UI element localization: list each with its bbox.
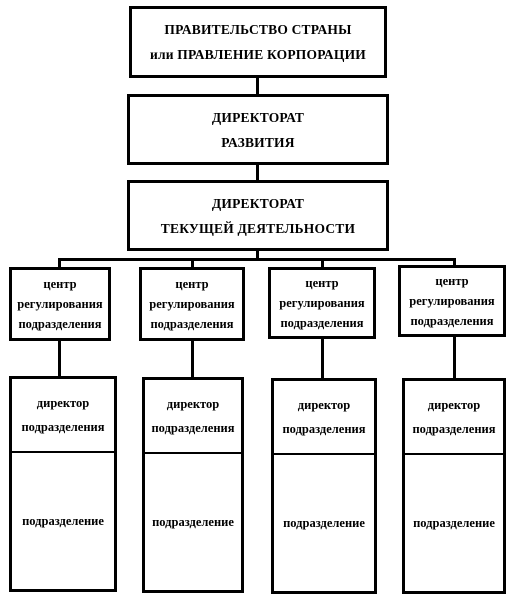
current-activity-directorate-line2: ТЕКУЩЕЙ ДЕЯТЕЛЬНОСТИ — [160, 220, 356, 236]
center-label-line2: регулирования — [279, 296, 365, 310]
government-board-line1: ПРАВИТЕЛЬСТВО СТРАНЫ — [164, 22, 352, 37]
development-directorate-line1: ДИРЕКТОРАТ — [211, 109, 305, 125]
unit-cell: подразделение — [145, 452, 241, 590]
center-label-line1: центр — [43, 277, 77, 291]
development-directorate-line2: РАЗВИТИЯ — [221, 134, 295, 150]
unit-director-line2: подразделения — [412, 422, 496, 436]
connector-current-bus — [256, 250, 259, 260]
government-board-line2: или ПРАВЛЕНИЕ КОРПОРАЦИИ — [150, 47, 366, 62]
connector-top-development — [256, 76, 259, 96]
regulation-center-box-4: центр регулирования подразделения — [398, 265, 506, 337]
unit-director-line2: подразделения — [21, 420, 105, 434]
connector-bus-center-2 — [191, 258, 194, 268]
development-directorate-box: ДИРЕКТОРАТ РАЗВИТИЯ — [127, 94, 389, 165]
connector-bus-center-3 — [321, 258, 324, 268]
unit-director-cell: директор подразделения — [405, 381, 503, 453]
unit-box-1: директор подразделения подразделение — [9, 376, 117, 592]
connector-bus-center-4 — [453, 258, 456, 268]
regulation-center-box-2: центр регулирования подразделения — [139, 267, 245, 341]
current-activity-directorate-line1: ДИРЕКТОРАТ — [211, 195, 305, 211]
unit-director-line2: подразделения — [282, 422, 366, 436]
unit-label: подразделение — [413, 515, 495, 530]
center-label-line1: центр — [305, 276, 339, 290]
unit-director-cell: директор подразделения — [274, 381, 374, 453]
unit-box-2: директор подразделения подразделение — [142, 377, 244, 593]
government-board-box: ПРАВИТЕЛЬСТВО СТРАНЫ или ПРАВЛЕНИЕ КОРПО… — [129, 6, 387, 78]
center-label-line3: подразделения — [280, 316, 364, 330]
unit-director-cell: директор подразделения — [12, 379, 114, 451]
center-label-line2: регулирования — [17, 297, 103, 311]
unit-director-line2: подразделения — [151, 421, 235, 435]
regulation-center-box-1: центр регулирования подразделения — [9, 267, 111, 341]
center-label-line2: регулирования — [409, 294, 495, 308]
center-label-line3: подразделения — [150, 317, 234, 331]
unit-cell: подразделение — [405, 453, 503, 591]
center-label-line1: центр — [175, 277, 209, 291]
current-activity-directorate-box: ДИРЕКТОРАТ ТЕКУЩЕЙ ДЕЯТЕЛЬНОСТИ — [127, 180, 389, 251]
connector-bus-center-1 — [58, 258, 61, 268]
connector-center-unit-3 — [321, 338, 324, 380]
unit-label: подразделение — [283, 515, 365, 530]
connector-center-unit-4 — [453, 336, 456, 380]
unit-cell: подразделение — [274, 453, 374, 591]
connector-center-unit-1 — [58, 340, 61, 378]
unit-director-line1: директор — [427, 398, 481, 412]
center-label-line3: подразделения — [410, 314, 494, 328]
connector-development-current — [256, 163, 259, 181]
center-label-line3: подразделения — [18, 317, 102, 331]
unit-director-line1: директор — [36, 396, 90, 410]
center-label-line1: центр — [435, 274, 469, 288]
unit-label: подразделение — [22, 513, 104, 528]
unit-director-cell: директор подразделения — [145, 380, 241, 452]
unit-box-4: директор подразделения подразделение — [402, 378, 506, 594]
unit-cell: подразделение — [12, 451, 114, 589]
unit-box-3: директор подразделения подразделение — [271, 378, 377, 594]
unit-director-line1: директор — [297, 398, 351, 412]
connector-center-unit-2 — [191, 340, 194, 378]
unit-director-line1: директор — [166, 397, 220, 411]
unit-label: подразделение — [152, 514, 234, 529]
regulation-center-box-3: центр регулирования подразделения — [268, 267, 376, 339]
horizontal-bus — [58, 258, 456, 261]
center-label-line2: регулирования — [149, 297, 235, 311]
